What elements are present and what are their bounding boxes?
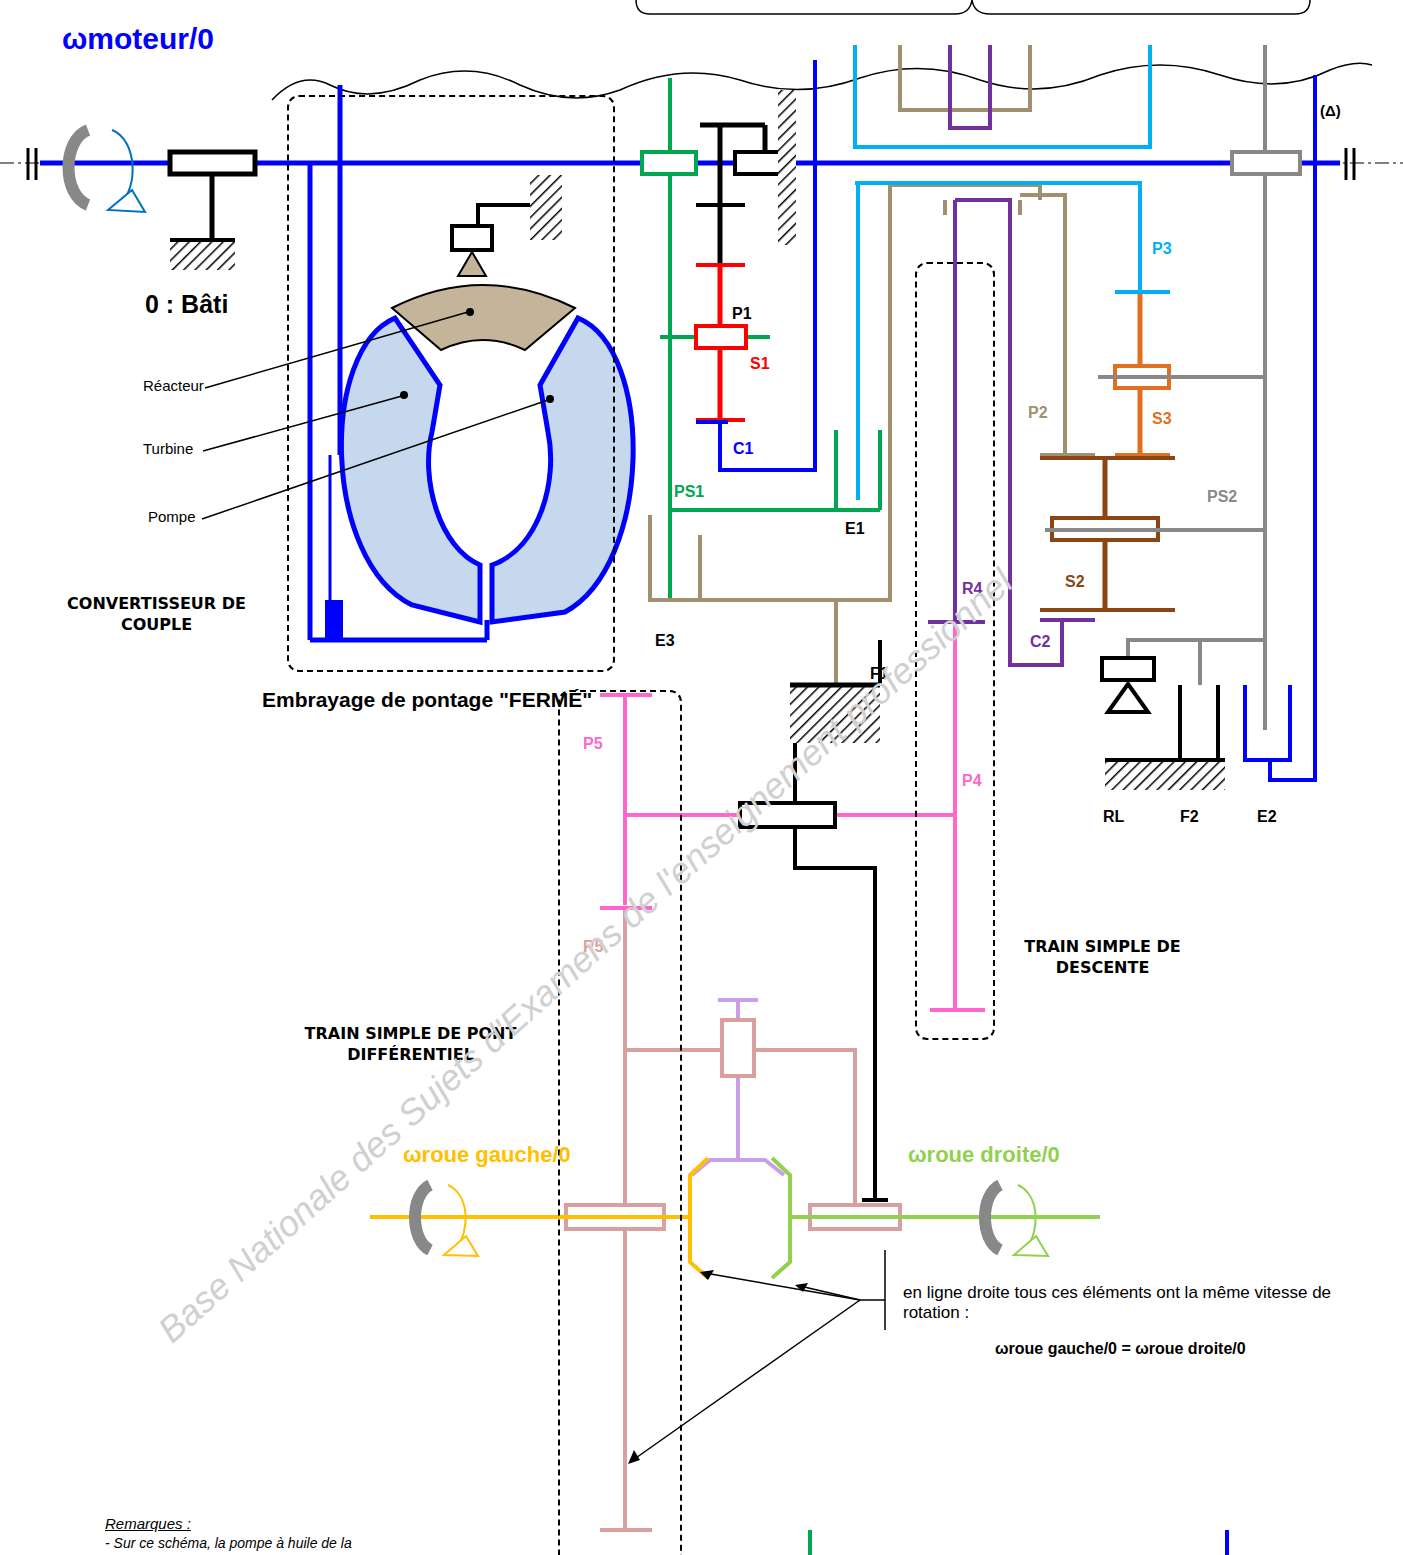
part-label: P2 — [1028, 404, 1048, 422]
frame-label: 0 : Bâti — [145, 290, 228, 319]
remark-title: Remarques : — [105, 1515, 191, 1532]
part-label: Réacteur — [143, 377, 204, 394]
part-label: PS1 — [674, 483, 704, 501]
equation: ωroue gauche/0 = ωroue droite/0 — [995, 1340, 1246, 1358]
part-label: Turbine — [143, 440, 193, 457]
part-label: P4 — [962, 772, 982, 790]
part-label: P3 — [1152, 240, 1172, 258]
part-label: PS2 — [1207, 488, 1237, 506]
part-label: C1 — [733, 440, 753, 458]
part-label: S1 — [750, 355, 770, 373]
part-label: S2 — [1065, 573, 1085, 591]
region-title: TRAIN SIMPLE DE DESCENTE — [1000, 937, 1205, 979]
omega-label: ωmoteur/0 — [62, 22, 214, 57]
part-label: E3 — [655, 632, 675, 650]
region-title: CONVERTISSEUR DE COUPLE — [39, 594, 274, 636]
note-text: en ligne droite tous ces éléments ont la… — [903, 1283, 1333, 1322]
part-label: S3 — [1152, 410, 1172, 428]
part-label: P5 — [583, 735, 603, 753]
axis-label: (Δ) — [1320, 102, 1341, 119]
part-label: Pompe — [148, 508, 196, 525]
watermark: Base Nationale des Sujets d'Examens de l… — [150, 561, 1021, 1351]
part-label: E2 — [1257, 808, 1277, 826]
remark-text: - Sur ce schéma, la pompe à huile de la — [105, 1535, 352, 1551]
clutch-label: Embrayage de pontage "FERMÉ" — [262, 688, 592, 712]
omega-label: ωroue gauche/0 — [403, 1142, 571, 1167]
part-label: E1 — [845, 520, 865, 538]
part-label: P1 — [732, 305, 752, 323]
dashed-region: TRAIN SIMPLE DE PONT DIFFÉRENTIEL — [558, 690, 682, 1555]
part-label: RL — [1103, 808, 1124, 826]
omega-label: ωroue droite/0 — [908, 1142, 1060, 1167]
part-label: C2 — [1030, 633, 1050, 651]
part-label: F2 — [1180, 808, 1199, 826]
dashed-region: CONVERTISSEUR DE COUPLE — [287, 95, 615, 672]
